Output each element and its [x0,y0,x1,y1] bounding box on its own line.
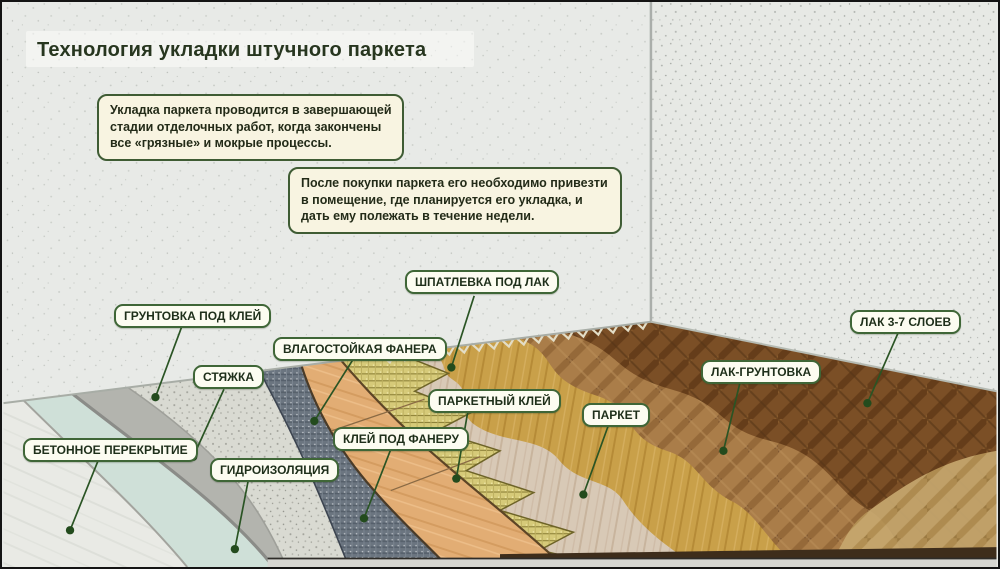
label-styazhka: СТЯЖКА [193,365,264,389]
label-shpatlevka: ШПАТЛЕВКА ПОД ЛАК [405,270,560,294]
label-gruntovka-pod-kley: ГРУНТОВКА ПОД КЛЕЙ [114,304,272,328]
leader-lines [65,295,899,554]
label-betonnoe-perekrytie: БЕТОННОЕ ПЕРЕКРЫТИЕ [23,438,198,462]
note-box-timing: Укладка паркета проводится в завершающей… [97,94,404,161]
page-title: Технология укладки штучного паркета [37,39,427,61]
label-parketny-kley: ПАРКЕТНЫЙ КЛЕЙ [428,389,561,413]
label-vlagostoykaya-fanera: ВЛАГОСТОЙКАЯ ФАНЕРА [273,337,447,361]
parquet-light-patch [825,450,997,567]
base-edge-strip [267,559,997,567]
floor-edge-left [3,320,652,405]
label-lak-3-7-sloev: ЛАК 3-7 СЛОЕВ [850,310,962,334]
plywood-seam-lines [330,398,481,492]
floor-edge-right [650,320,997,393]
label-gidroizolyaciya: ГИДРОИЗОЛЯЦИЯ [210,458,340,482]
note-box-acclimatization: После покупки паркета его необходимо при… [288,167,622,234]
label-lak-gruntovka: ЛАК-ГРУНТОВКА [701,360,822,384]
title-band [26,31,474,67]
parquet-edge-strip [500,547,997,559]
label-parket: ПАРКЕТ [582,403,650,427]
label-kley-pod-faneru: КЛЕЙ ПОД ФАНЕРУ [333,427,469,451]
